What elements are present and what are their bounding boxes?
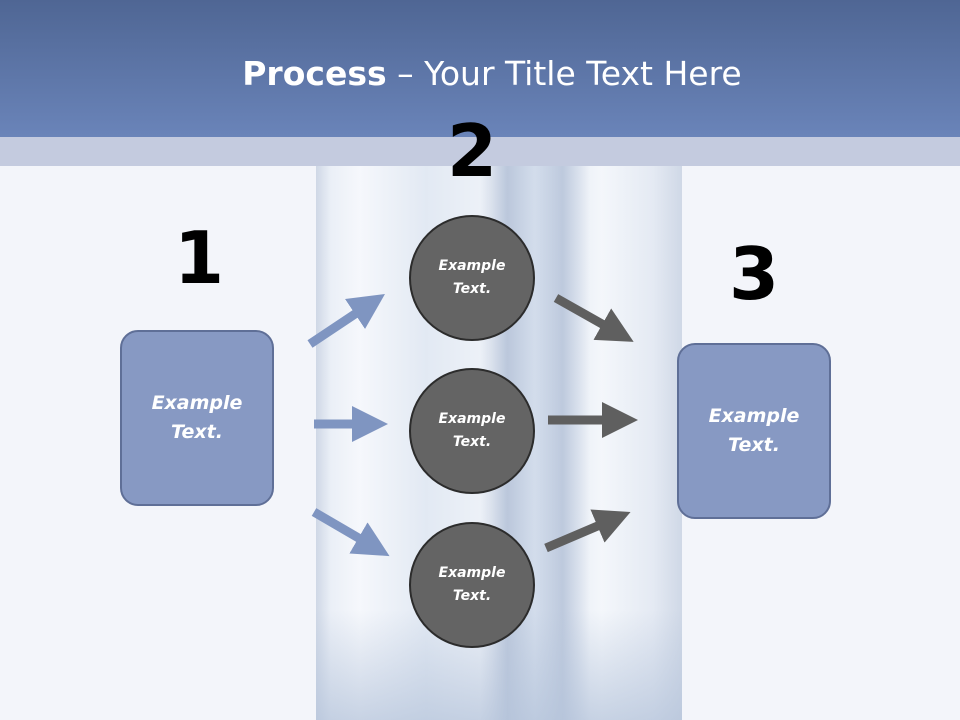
circle-bottom-line2: Text. (452, 588, 492, 604)
right-box-line2: Text. (728, 434, 780, 456)
circle-top-line1: Example (438, 258, 506, 274)
right-box-line1: Example (708, 405, 800, 427)
title-underband (0, 137, 960, 166)
arrow-left-to-bottom (311, 508, 390, 557)
left-box[interactable]: Example Text. (120, 330, 274, 506)
circle-middle-line2: Text. (452, 434, 492, 450)
title-bar (0, 0, 960, 137)
slide-title: Process – Your Title Text Here (0, 52, 960, 96)
title-rest: – Your Title Text Here (386, 54, 742, 93)
arrow-left-to-top (307, 294, 385, 348)
arrow-bottom-to-right (544, 509, 631, 553)
step-number-1: 1 (173, 216, 225, 300)
left-box-line2: Text. (171, 421, 223, 443)
circle-bottom-line1: Example (438, 565, 506, 581)
step-number-3: 3 (728, 232, 780, 316)
arrow-top-to-right (553, 294, 634, 342)
circle-top[interactable]: Example Text. (409, 215, 535, 341)
title-bold: Process (242, 54, 387, 93)
right-box[interactable]: Example Text. (677, 343, 831, 519)
circle-middle[interactable]: Example Text. (409, 368, 535, 494)
circle-middle-line1: Example (438, 411, 506, 427)
circle-top-line2: Text. (452, 281, 492, 297)
circle-bottom[interactable]: Example Text. (409, 522, 535, 648)
step-number-2: 2 (446, 109, 498, 193)
left-box-line1: Example (151, 392, 243, 414)
